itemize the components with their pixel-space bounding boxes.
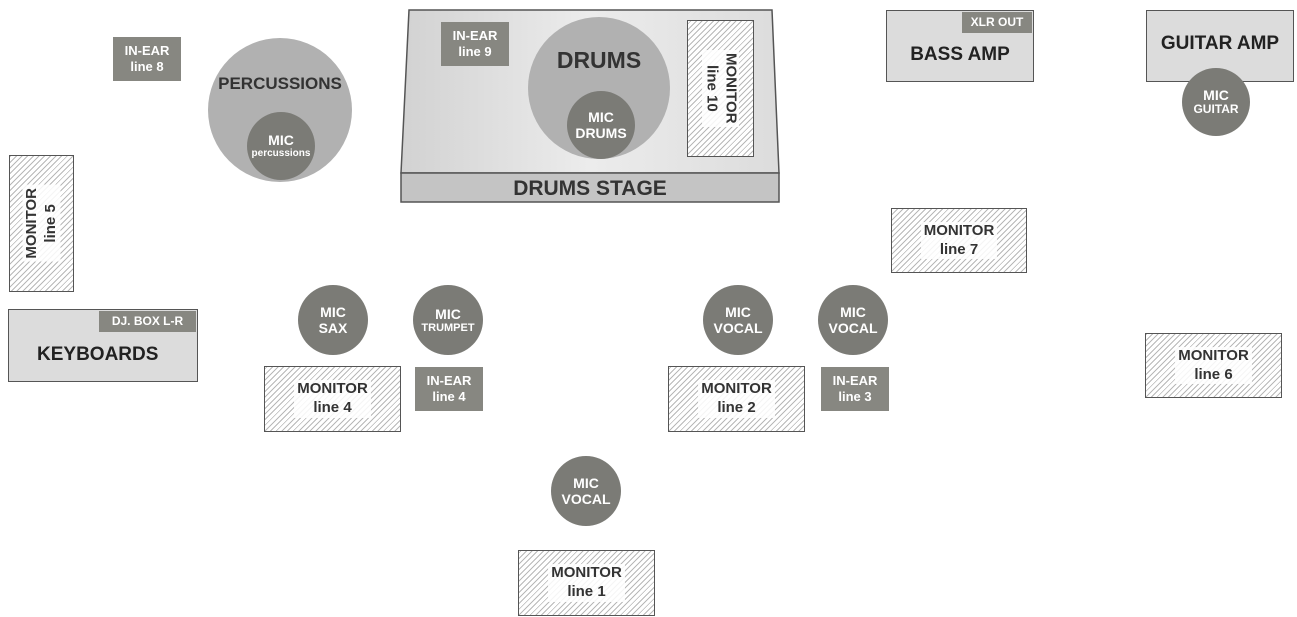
mic-percussions: MIC percussions <box>247 112 315 180</box>
monitor-line-7-title: MONITOR <box>923 221 995 239</box>
monitor-line-5-line: line 5 <box>41 204 59 243</box>
mic-vocal-center-label: VOCAL <box>561 491 611 507</box>
dj-box-tag: DJ. BOX L-R <box>99 311 196 332</box>
monitor-line-6-line: line 6 <box>1194 365 1233 383</box>
mic-sax: MIC SAX <box>298 285 368 355</box>
monitor-line-1-text: MONITOR line 1 <box>548 564 625 602</box>
in-ear-line-4: IN-EAR line 4 <box>415 367 483 411</box>
dj-box-label: DJ. BOX L-R <box>111 314 184 329</box>
mic-drums-title: MIC <box>588 108 614 125</box>
in-ear-line-9-line: line 9 <box>458 44 492 59</box>
in-ear-line-4-line: line 4 <box>432 389 466 404</box>
bass-amp-xlr-out-tag: XLR OUT <box>962 12 1032 33</box>
mic-trumpet: MIC TRUMPET <box>413 285 483 355</box>
bass-amp-label: BASS AMP <box>910 44 1010 65</box>
drums-stage-label: DRUMS STAGE <box>513 177 667 200</box>
monitor-line-2-title: MONITOR <box>701 380 772 398</box>
in-ear-line-8-title: IN-EAR <box>124 43 170 59</box>
monitor-line-10-title: MONITOR <box>722 53 740 124</box>
mic-vocal-center: MIC VOCAL <box>551 456 621 526</box>
mic-vocal-right-title: MIC <box>840 303 866 320</box>
mic-sax-title: MIC <box>320 303 346 320</box>
mic-percussions-title: MIC <box>268 132 294 149</box>
monitor-line-1-line: line 1 <box>567 583 606 600</box>
xlr-out-label: XLR OUT <box>970 15 1024 30</box>
monitor-line-5: MONITOR line 5 <box>9 155 74 292</box>
in-ear-line-3-line: line 3 <box>838 389 872 404</box>
in-ear-line-8: IN-EAR line 8 <box>113 37 181 81</box>
mic-vocal-left-title: MIC <box>725 303 751 320</box>
monitor-line-4-text: MONITOR line 4 <box>294 380 371 418</box>
mic-vocal-right-label: VOCAL <box>828 320 878 336</box>
monitor-line-10: MONITOR line 10 <box>687 20 754 157</box>
monitor-line-1: MONITOR line 1 <box>518 550 655 616</box>
monitor-line-6-text: MONITOR line 6 <box>1175 346 1252 385</box>
in-ear-line-8-line: line 8 <box>130 59 164 74</box>
mic-trumpet-label: TRUMPET <box>421 321 475 334</box>
mic-drums-label: DRUMS <box>575 125 627 141</box>
in-ear-line-9: IN-EAR line 9 <box>441 22 509 66</box>
bass-amp: BASS AMP <box>886 10 1034 82</box>
monitor-line-2: MONITOR line 2 <box>668 366 805 432</box>
monitor-line-10-text: MONITOR line 10 <box>701 50 740 127</box>
mic-vocal-left-label: VOCAL <box>713 320 763 336</box>
drums-label: DRUMS <box>556 47 642 73</box>
monitor-line-2-text: MONITOR line 2 <box>698 380 775 418</box>
mic-guitar-title: MIC <box>1203 87 1229 104</box>
monitor-line-2-line: line 2 <box>717 399 756 416</box>
in-ear-line-4-title: IN-EAR <box>426 373 472 389</box>
mic-vocal-right: MIC VOCAL <box>818 285 888 355</box>
in-ear-line-3-title: IN-EAR <box>832 373 878 389</box>
mic-vocal-left: MIC VOCAL <box>703 285 773 355</box>
monitor-line-4-title: MONITOR <box>297 380 368 398</box>
keyboards-label: KEYBOARDS <box>37 343 159 365</box>
in-ear-line-3: IN-EAR line 3 <box>821 367 889 411</box>
monitor-line-6-title: MONITOR <box>1178 346 1249 364</box>
percussions-label: PERCUSSIONS <box>218 74 342 93</box>
monitor-line-4-line: line 4 <box>313 399 352 416</box>
monitor-line-5-text: MONITOR line 5 <box>22 185 61 262</box>
mic-percussions-label: percussions <box>251 148 311 160</box>
mic-vocal-center-title: MIC <box>573 474 599 491</box>
guitar-amp-label: GUITAR AMP <box>1160 33 1280 54</box>
monitor-line-5-title: MONITOR <box>22 188 40 259</box>
monitor-line-4: MONITOR line 4 <box>264 366 401 432</box>
mic-trumpet-title: MIC <box>435 305 461 322</box>
monitor-line-7-line: line 7 <box>939 240 979 258</box>
monitor-line-7-text: MONITOR line 7 <box>920 221 998 260</box>
mic-guitar-label: GUITAR <box>1193 102 1239 117</box>
mic-drums: MIC DRUMS <box>567 91 635 159</box>
monitor-line-7: MONITOR line 7 <box>891 208 1027 273</box>
monitor-line-6: MONITOR line 6 <box>1145 333 1282 398</box>
monitor-line-1-title: MONITOR <box>551 564 622 582</box>
in-ear-line-9-title: IN-EAR <box>452 28 498 44</box>
mic-guitar: MIC GUITAR <box>1182 68 1250 136</box>
monitor-line-10-line: line 10 <box>703 65 721 112</box>
mic-sax-label: SAX <box>318 320 348 336</box>
